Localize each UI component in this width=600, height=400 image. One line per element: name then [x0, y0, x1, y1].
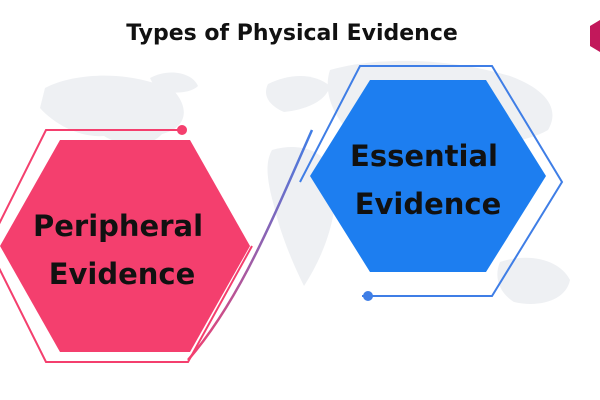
- essential-label-line2: Evidence: [355, 187, 502, 221]
- connector-line: [187, 129, 314, 361]
- peripheral-hexagon-outline: [0, 129, 253, 363]
- essential-hexagon: [310, 80, 546, 272]
- diagram-title: Types of Physical Evidence: [126, 21, 458, 46]
- essential-hexagon-outline: [299, 65, 564, 297]
- logo-icon: [590, 20, 600, 52]
- essential-outline-dot: [363, 291, 373, 301]
- peripheral-label-line2: Evidence: [49, 257, 196, 291]
- essential-label-line1: Essential: [350, 139, 498, 173]
- peripheral-label-line1: Peripheral: [33, 209, 203, 243]
- peripheral-hexagon: [0, 140, 250, 352]
- peripheral-outline-dot: [177, 125, 187, 135]
